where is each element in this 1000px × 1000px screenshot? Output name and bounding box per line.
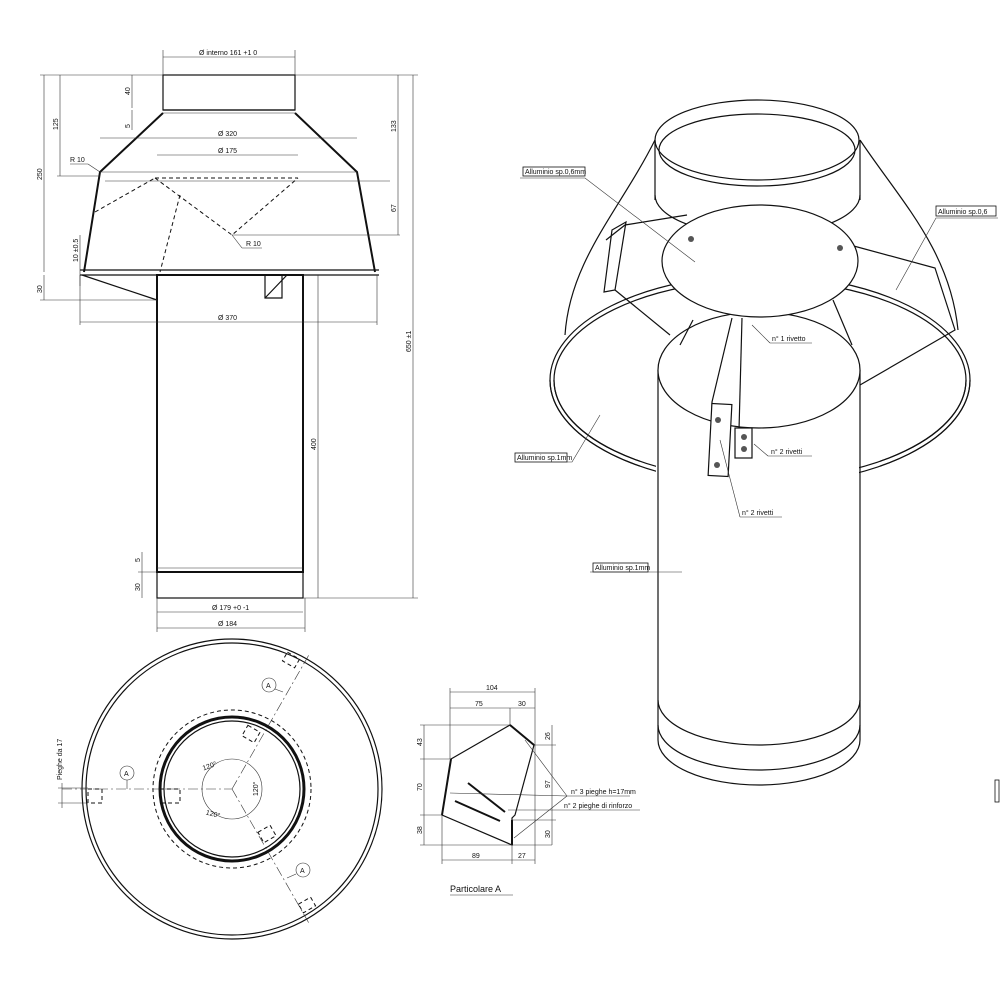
dim-10: 10 ±0.5: [73, 239, 80, 262]
dimension-label: Alluminio sp.1mm: [517, 455, 572, 462]
dimension-label: 104: [486, 685, 498, 692]
note-folds: n° 3 pieghe h=17mm: [571, 788, 636, 796]
dimension-label: Alluminio sp.0,6mm: [525, 169, 586, 176]
dimension-label: A: [300, 868, 305, 875]
dimension-label: 38: [417, 826, 424, 834]
dim-370: Ø 370: [218, 315, 237, 322]
detail-marker-a[interactable]: A: [119, 765, 135, 789]
dimension-label: 27: [518, 853, 526, 860]
dim-125: 125: [53, 118, 60, 130]
detail-a-title: Particolare A: [450, 884, 501, 894]
dimension-label: 97: [545, 780, 552, 788]
angle-label: 120°: [205, 809, 221, 821]
detail-marker-a[interactable]: A: [286, 862, 311, 879]
dimension-label: 75: [475, 701, 483, 708]
dim-top-diameter: Ø interno 161 +1 0: [199, 50, 257, 57]
dim-184: Ø 184: [218, 621, 237, 628]
top-collar: [162, 74, 296, 111]
bottom-view: A A A 120° 120° 120° Pieghe da 17: [57, 638, 383, 940]
cone-left: [83, 112, 164, 273]
top-collar-iso: [654, 99, 860, 181]
dim-650: 650 ±1: [406, 331, 413, 352]
dim-5-bottom: 5: [135, 558, 142, 562]
dimension-label: 30: [545, 830, 552, 838]
bottom-collar: [156, 571, 304, 599]
dim-400: 400: [311, 438, 318, 450]
support-right: [264, 275, 283, 299]
dimension-label: 43: [417, 738, 424, 746]
angle-label: 120°: [201, 760, 218, 773]
dimension-label: n° 1 rivetto: [772, 335, 806, 343]
label-cone: Alluminio sp.1mm: [514, 414, 601, 463]
dimension-label: 30: [518, 701, 526, 708]
dim-30-top: 30: [37, 285, 44, 293]
radius-label: R 10: [246, 241, 261, 248]
dimension-label: 26: [545, 732, 552, 740]
label-rivet-1: n° 1 rivetto: [751, 324, 812, 344]
cone-right: [294, 112, 376, 273]
dim-175: Ø 175: [218, 148, 237, 155]
dim-179: Ø 179 +0 -1: [212, 605, 249, 612]
label-cone-right-text: Alluminio sp.0,6: [938, 209, 988, 216]
detail-a-outline: [441, 724, 535, 846]
dim-30-bottom: 30: [135, 583, 142, 591]
dimension-label: 70: [417, 783, 424, 791]
label-disc: Alluminio sp.0,6mm: [520, 166, 696, 263]
dimension-label: n° 2 rivetti: [771, 448, 803, 456]
deflector-disc: [661, 204, 859, 318]
front-view: Ø interno 161 +1 0 Ø 320 Ø 175 Ø 370 Ø 1…: [37, 50, 418, 632]
dimension-label: Alluminio sp.1mm: [595, 565, 650, 572]
cone-outline-left: [564, 139, 656, 336]
label-rivets-2a: n° 2 rivetti: [753, 443, 812, 457]
support-left: [81, 274, 158, 301]
dimension-label: n° 2 rivetti: [742, 509, 774, 517]
dimension-label: A: [266, 683, 271, 690]
dimension-label: A: [124, 771, 129, 778]
fold-label: Pieghe da 17: [57, 739, 64, 780]
iso-view: Alluminio sp.0,6mm Alluminio sp.0,6 n° 1…: [514, 99, 1000, 803]
dim-5-top: 5: [125, 124, 132, 128]
note-reinforce: n° 2 pieghe di rinforzo: [564, 802, 632, 810]
detail-marker-a[interactable]: A: [261, 677, 284, 693]
label-cone-right: Alluminio sp.0,6: [895, 205, 998, 291]
label-pipe: Alluminio sp.1mm: [590, 562, 682, 573]
dim-320: Ø 320: [218, 131, 237, 138]
dim-67: 67: [391, 204, 398, 212]
dim-133: 133: [391, 120, 398, 132]
angle-label: 120°: [252, 781, 260, 796]
radius-label: R 10: [70, 157, 85, 164]
dim-250: 250: [37, 168, 44, 180]
dimension-label: 89: [472, 853, 480, 860]
detail-a: 104 75 30 43 70 38 89 27 26 97 30 n° 3 pie…: [417, 685, 640, 896]
dim-40: 40: [125, 87, 132, 95]
label-rivets-2b: n° 2 rivetti: [719, 439, 782, 518]
inner-cone: [154, 177, 299, 236]
